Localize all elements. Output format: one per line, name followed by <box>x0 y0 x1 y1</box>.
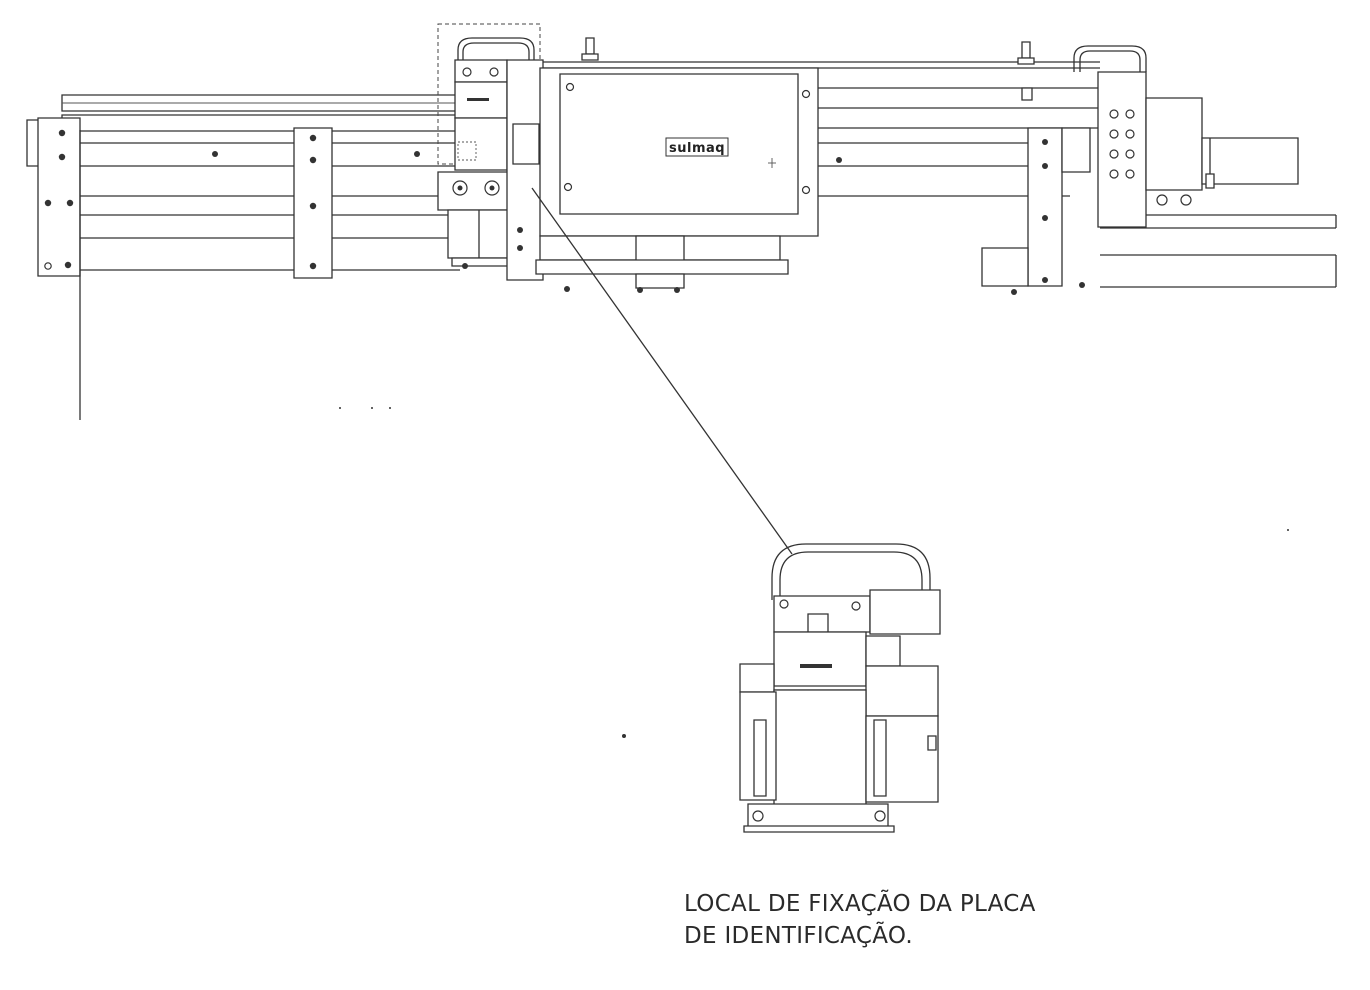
scan-specks <box>339 407 1289 738</box>
vertical-plate-left <box>212 128 420 278</box>
identification-plate-caption: LOCAL DE FIXAÇÃO DA PLACA DE IDENTIFICAÇ… <box>684 888 1104 952</box>
main-assembly: sulmaq <box>27 24 1336 420</box>
detail-view <box>740 544 940 832</box>
caption-line-1: LOCAL DE FIXAÇÃO DA PLACA <box>684 891 1036 917</box>
leader-line <box>532 188 792 554</box>
left-end-frame <box>27 118 80 420</box>
identification-plate-slot <box>800 664 832 668</box>
fittings <box>582 38 1034 100</box>
vertical-plate-right <box>836 128 1090 295</box>
control-box: sulmaq <box>536 68 818 293</box>
caption-line-2: DE IDENTIFICAÇÃO. <box>684 923 913 949</box>
motor-head <box>438 24 550 280</box>
brand-mark: sulmaq <box>669 141 725 156</box>
right-head <box>1074 46 1298 227</box>
